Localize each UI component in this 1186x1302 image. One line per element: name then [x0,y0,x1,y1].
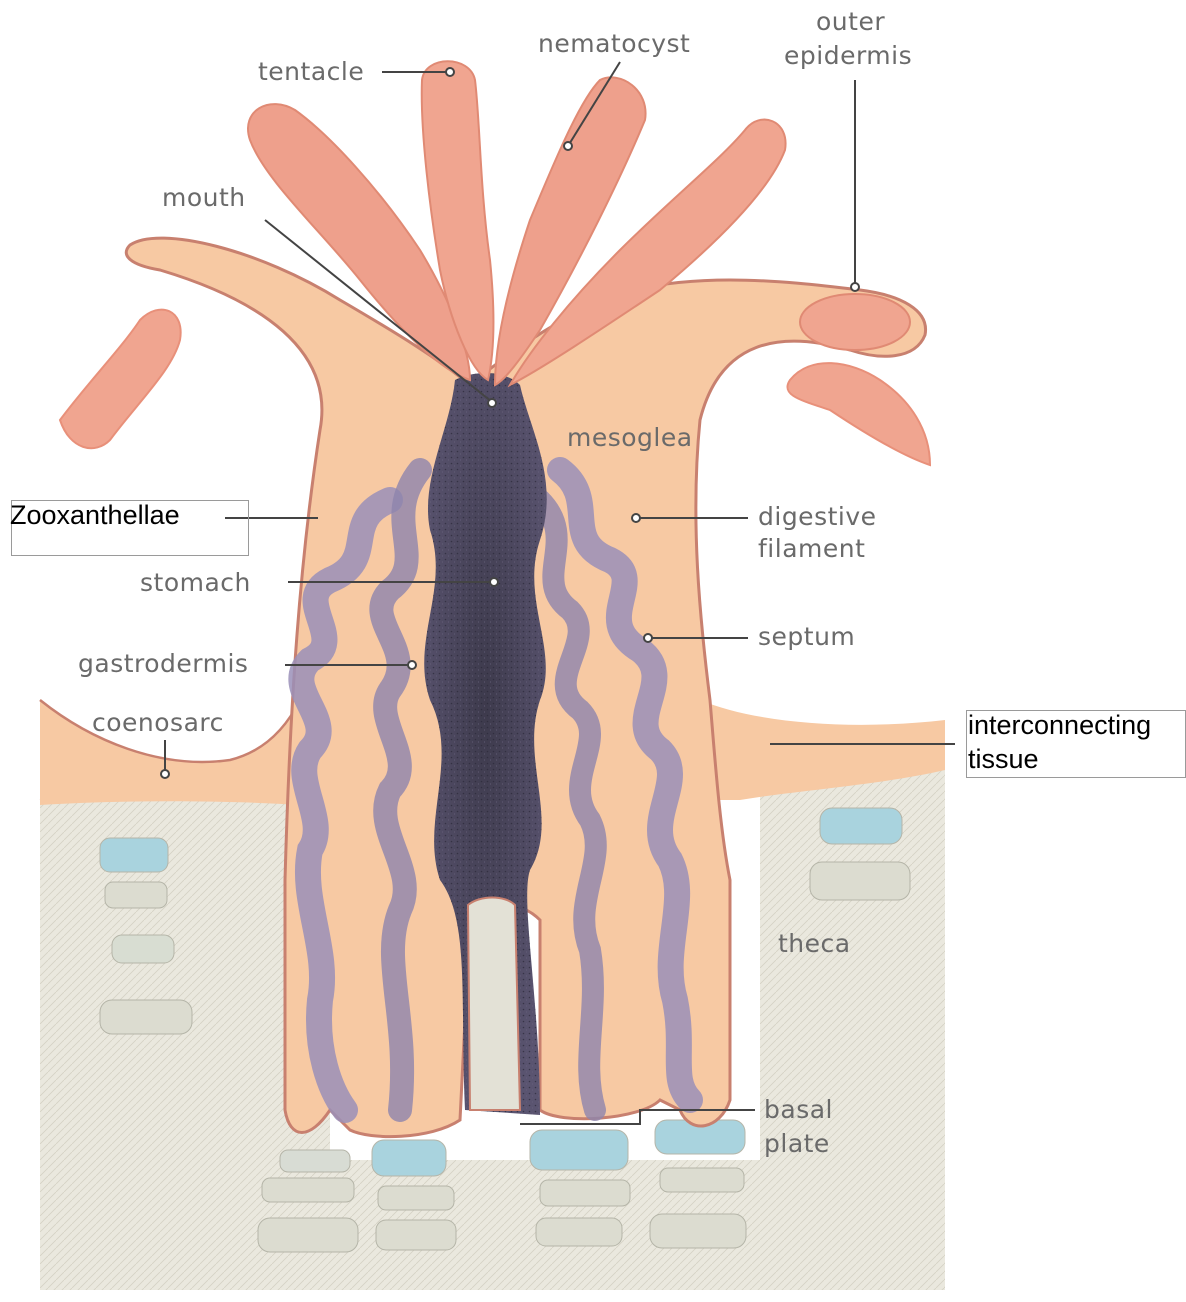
label-nematocyst: nematocyst [538,28,690,60]
label-digestive-filament-line1: digestive [758,501,877,533]
label-coenosarc: coenosarc [92,707,224,739]
label-gastrodermis: gastrodermis [78,648,248,680]
label-digestive-filament-line2: filament [758,533,865,565]
label-theca: theca [778,928,851,960]
interconnecting-tissue-answer-line1: interconnecting [968,709,1151,741]
interconnecting-tissue-answer-line2: tissue [968,743,1039,775]
label-mouth: mouth [162,182,246,214]
label-septum: septum [758,621,855,653]
label-basal-plate-line1: basal [764,1094,833,1126]
label-tentacle: tentacle [258,56,364,88]
label-mesoglea: mesoglea [567,422,693,454]
label-outer-epidermis-line1: outer [816,6,885,38]
label-outer-epidermis-line2: epidermis [784,40,912,72]
label-basal-plate-line2: plate [764,1128,830,1160]
zooxanthellae-answer-text: Zooxanthellae [10,499,180,531]
label-stomach: stomach [140,567,251,599]
